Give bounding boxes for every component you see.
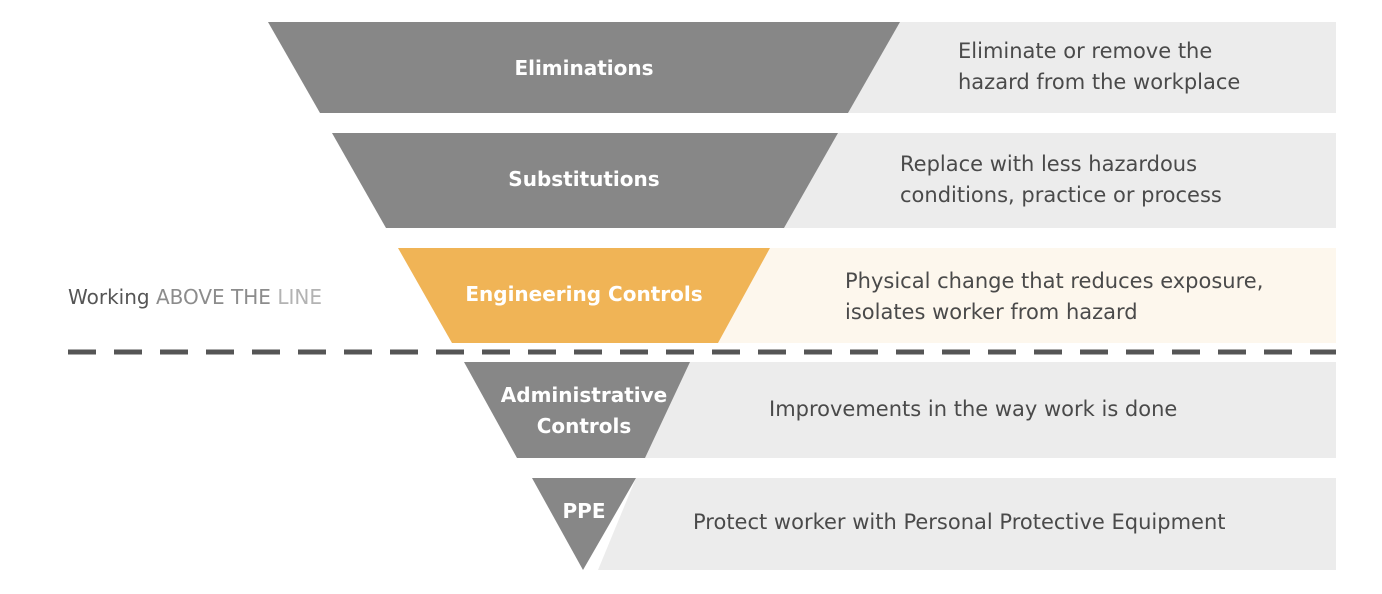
- tier-ppe: [532, 478, 636, 570]
- line-word: LINE: [277, 285, 322, 309]
- panel-engineering-controls: [718, 248, 1336, 343]
- description-administrative-controls: Improvements in the way work is done: [769, 394, 1177, 425]
- tier-label-administrative-controls: Administrative Controls: [484, 380, 684, 442]
- tier-engineering-controls: [398, 248, 770, 343]
- tier-label-ppe: PPE: [534, 496, 634, 527]
- above-the-word: ABOVE THE: [155, 285, 271, 309]
- tier-label-substitutions: Substitutions: [434, 164, 734, 195]
- description-ppe: Protect worker with Personal Protective …: [693, 507, 1226, 538]
- tier-label-line: PPE: [562, 499, 606, 523]
- tier-label-line: Eliminations: [514, 56, 654, 80]
- tier-substitutions: [332, 133, 838, 228]
- tier-label-line: Controls: [536, 414, 632, 438]
- description-engineering-controls: Physical change that reduces exposure, i…: [845, 266, 1263, 328]
- tier-label-eliminations: Eliminations: [434, 53, 734, 84]
- panel-eliminations: [848, 22, 1336, 113]
- tier-label-line: Engineering Controls: [465, 282, 703, 306]
- description-line: Replace with less hazardous: [900, 152, 1198, 176]
- tier-label-line: Administrative: [500, 383, 668, 407]
- description-line: Eliminate or remove the: [958, 39, 1213, 63]
- tier-label-line: Substitutions: [508, 167, 660, 191]
- description-substitutions: Replace with less hazardous conditions, …: [900, 149, 1222, 211]
- description-line: isolates worker from hazard: [845, 300, 1138, 324]
- tier-administrative-controls: [464, 362, 690, 458]
- tier-label-engineering-controls: Engineering Controls: [434, 279, 734, 310]
- description-eliminations: Eliminate or remove the hazard from the …: [958, 36, 1240, 98]
- description-line: Improvements in the way work is done: [769, 397, 1178, 421]
- description-line: Protect worker with Personal Protective …: [693, 510, 1226, 534]
- description-line: Physical change that reduces exposure,: [845, 269, 1264, 293]
- working-above-the-line-label: Working ABOVE THE LINE: [68, 283, 322, 311]
- description-line: hazard from the workplace: [958, 70, 1241, 94]
- working-word: Working: [68, 285, 150, 309]
- panel-administrative-controls: [645, 362, 1336, 458]
- description-line: conditions, practice or process: [900, 183, 1222, 207]
- panel-ppe: [598, 478, 1336, 570]
- panel-substitutions: [784, 133, 1336, 228]
- tier-eliminations: [268, 22, 900, 113]
